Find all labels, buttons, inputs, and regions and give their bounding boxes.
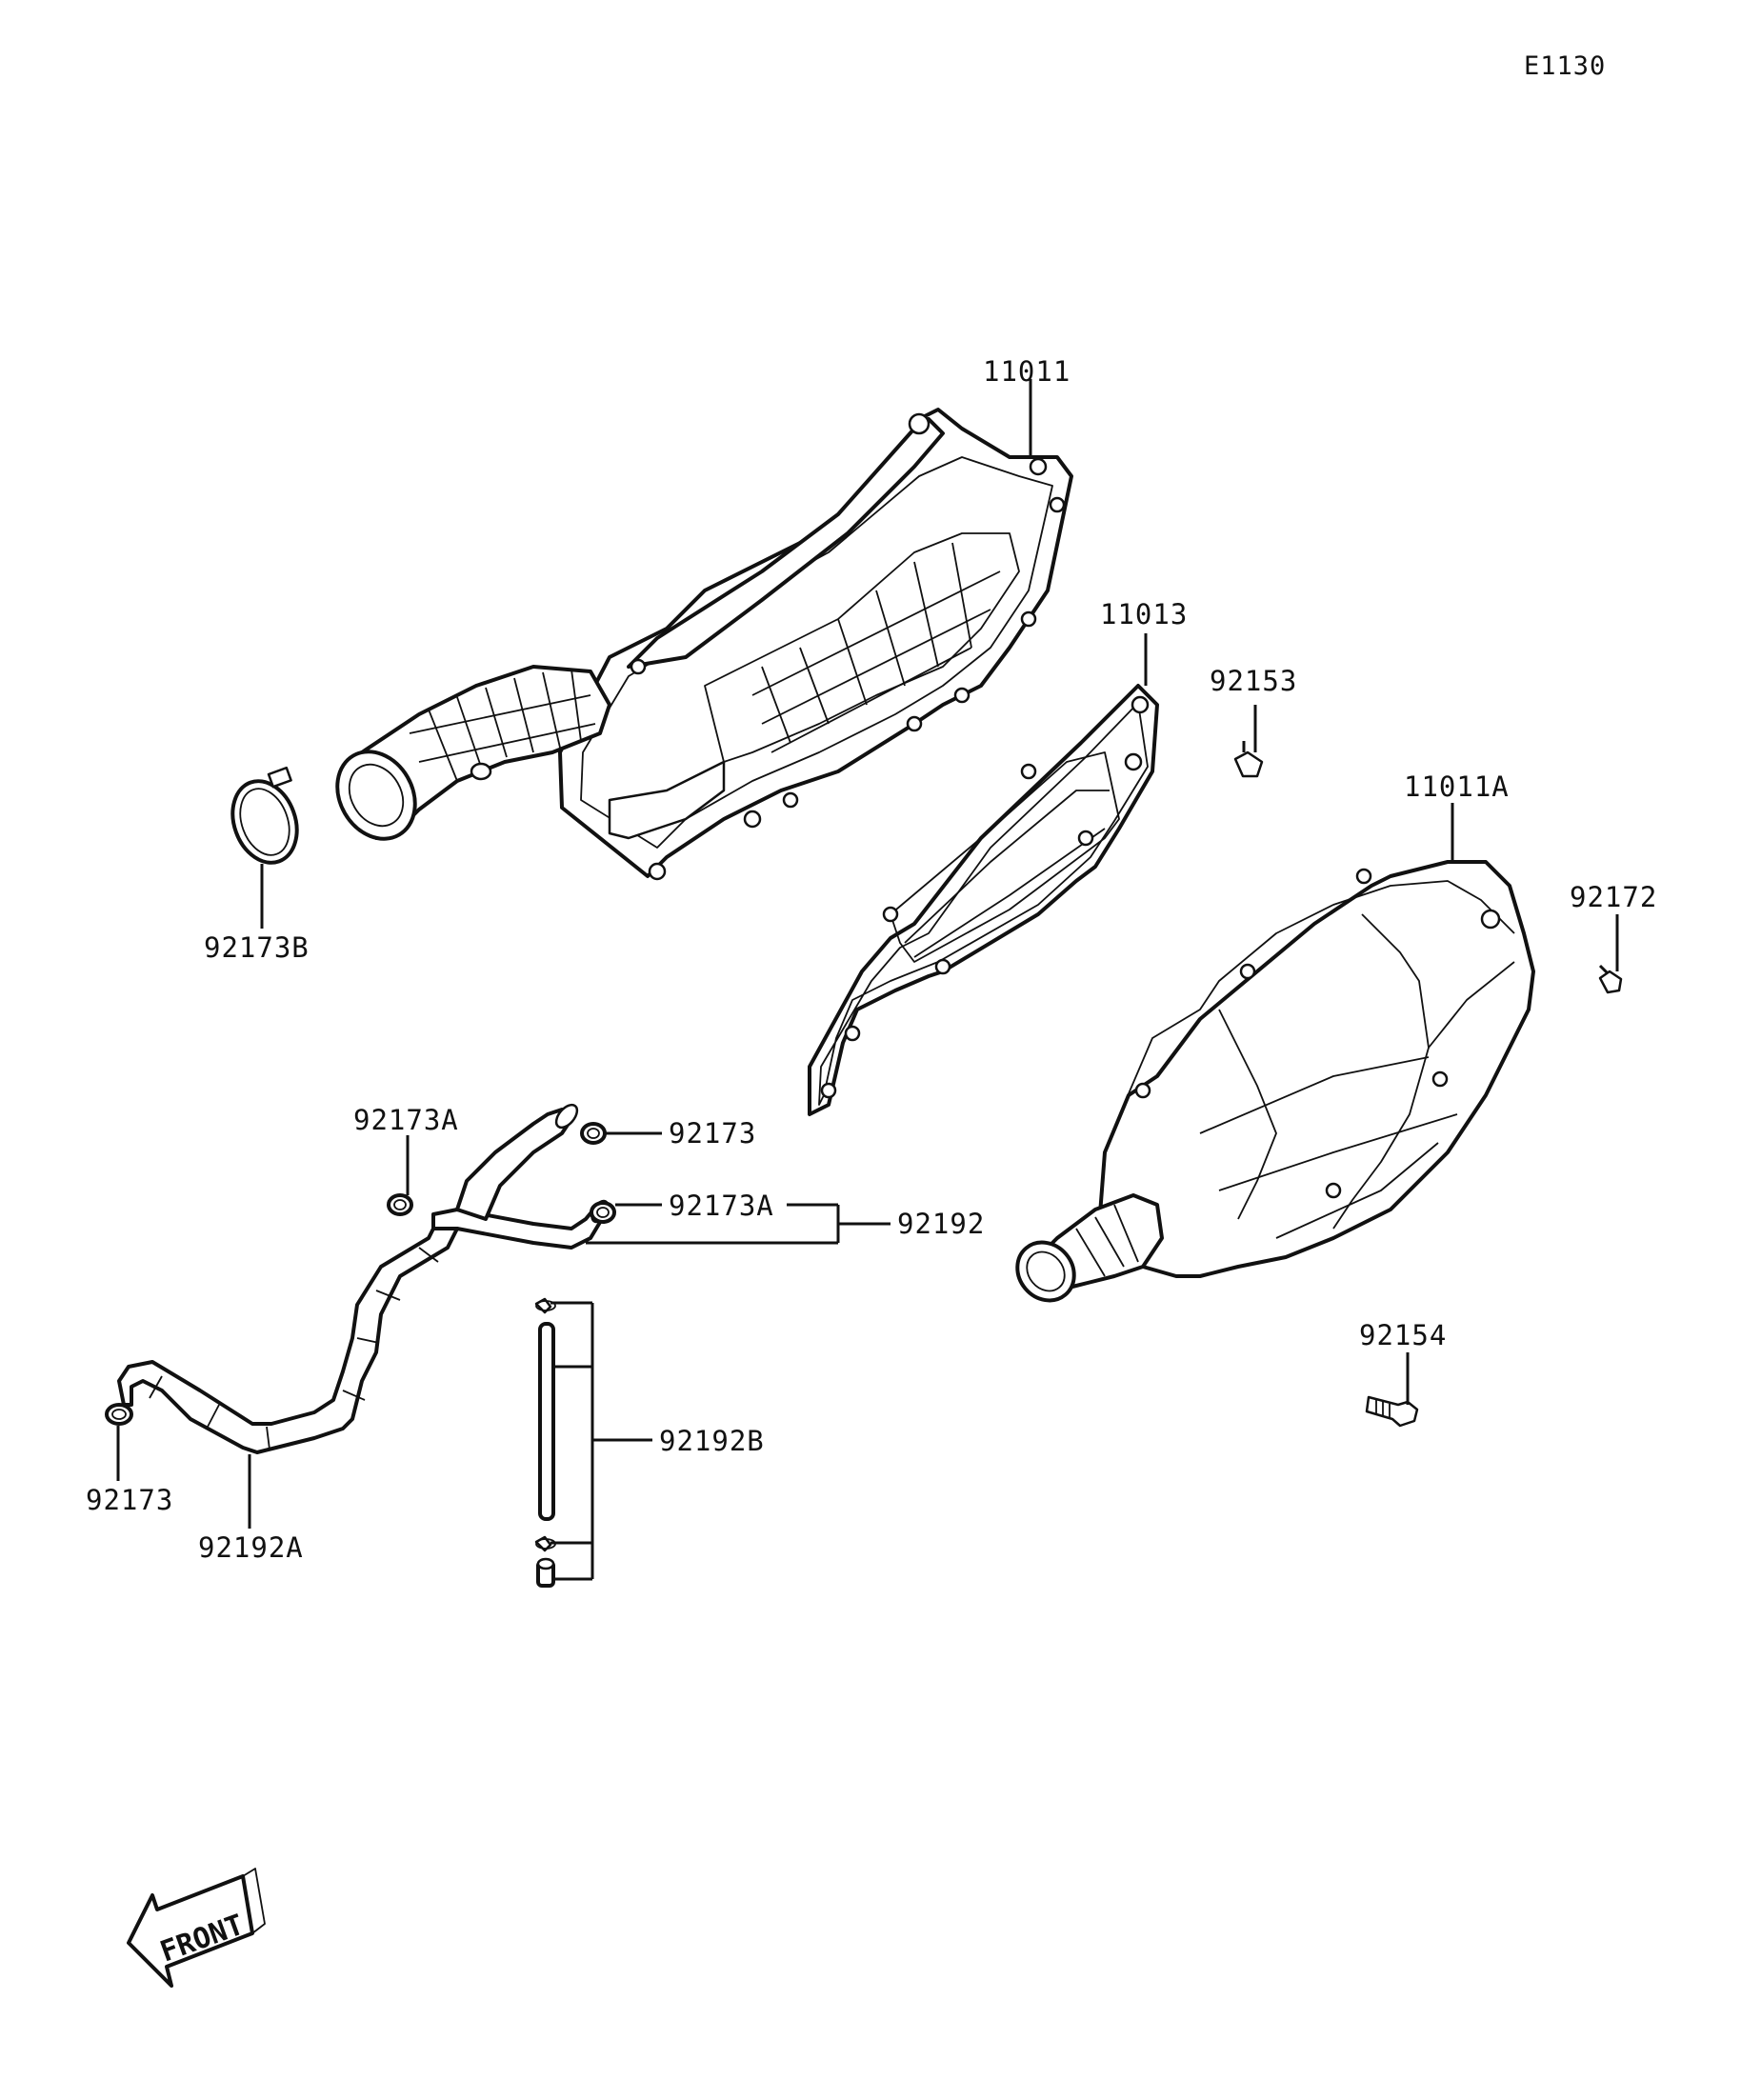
- clamp-92173B: [230, 766, 299, 865]
- label-92173B: 92173B: [204, 931, 310, 964]
- label-92153: 92153: [1210, 665, 1297, 697]
- label-92154: 92154: [1359, 1319, 1447, 1351]
- front-arrow-icon: FRONT: [127, 1868, 266, 1988]
- label-92172: 92172: [1570, 881, 1657, 913]
- label-92173A-mid: 92173A: [669, 1190, 774, 1222]
- label-11013: 11013: [1100, 598, 1188, 630]
- label-92173-top: 92173: [669, 1117, 756, 1150]
- air-cleaner-cover-11011A: [1015, 860, 1535, 1303]
- label-92192: 92192: [897, 1208, 985, 1240]
- clamp-92173-top: [580, 1122, 607, 1145]
- clamp-92173A-top: [387, 1193, 413, 1216]
- drain-tube-92192B: [534, 1297, 556, 1588]
- bolt-92154: [1365, 1395, 1419, 1428]
- diagram-id: E1130: [1524, 51, 1606, 81]
- screw-92153: [1233, 741, 1264, 778]
- label-92173-bottom: 92173: [86, 1484, 173, 1516]
- air-cleaner-housing-11011: [335, 408, 1073, 881]
- label-11011A: 11011A: [1404, 770, 1510, 803]
- label-92173A-top: 92173A: [353, 1104, 459, 1136]
- air-filter-element-11013: [808, 684, 1159, 1116]
- clamp-92173-bottom: [105, 1403, 133, 1426]
- screw-92172: [1598, 964, 1623, 994]
- hose-92192A: [117, 1227, 459, 1454]
- label-92192A: 92192A: [198, 1531, 304, 1564]
- label-92192B: 92192B: [659, 1425, 765, 1457]
- label-11011: 11011: [983, 355, 1071, 388]
- hose-92192: [431, 1103, 610, 1250]
- clamp-92173A-mid: [590, 1201, 616, 1224]
